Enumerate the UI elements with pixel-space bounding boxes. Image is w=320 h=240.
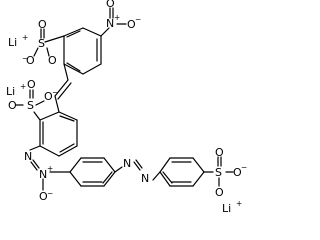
azoxy-oxygen-charge: −	[47, 189, 53, 198]
lithium-ion-3-charge: +	[236, 199, 242, 208]
azoxy-group: N N + O −	[24, 145, 71, 203]
chemical-structure-diagram: N + O O − S O O O −	[6, 0, 247, 215]
nitro-oxygen-charge: −	[135, 15, 141, 24]
azo-nitrogen-2: N	[141, 172, 149, 185]
lithium-ion-1-charge: +	[22, 33, 28, 42]
sulfonate-middle-oxygen-3: O	[44, 90, 53, 103]
sulfonate-upper-oxygen-2: O	[48, 54, 57, 67]
sulfonate-upper-charge: −	[22, 54, 28, 63]
lithium-ion-2: Li	[6, 85, 15, 98]
lithium-ion-2-charge: +	[20, 82, 26, 91]
vinylene-linker	[54, 63, 72, 113]
ring-d-bonds	[159, 157, 205, 187]
azo-group: N N	[114, 157, 161, 185]
sulfonate-right: S O O − O	[203, 146, 247, 199]
sulfonate-middle: S O O O −	[8, 78, 58, 121]
sulfonate-right-oxygen-3: O	[215, 186, 224, 199]
nitro-nitrogen: N	[106, 17, 114, 30]
azoxy-nitrogen-1: N	[24, 150, 32, 163]
azoxy-oxygen: O	[39, 190, 48, 203]
ring-a-bonds	[63, 27, 102, 75]
azoxy-nitrogen-charge: +	[47, 164, 53, 173]
nitro-oxygen-double: O	[106, 0, 115, 10]
sulfonate-upper-oxygen-1: O	[38, 18, 47, 31]
sulfonate-upper: S O O O −	[22, 18, 65, 67]
ring-b-bonds	[39, 111, 78, 157]
lithium-ion-1: Li	[8, 36, 17, 49]
nitro-group: N + O O −	[100, 0, 141, 37]
sulfonate-right-oxygen-2: O	[233, 166, 242, 179]
ring-c-bonds	[69, 157, 116, 187]
lithium-ion-3: Li	[222, 202, 231, 215]
azo-nitrogen-1: N	[123, 157, 131, 170]
sulfonate-middle-oxygen-1: O	[27, 78, 36, 91]
sulfonate-middle-sulfur: S	[27, 99, 34, 112]
sulfonate-right-oxygen-1: O	[215, 146, 224, 159]
sulfonate-middle-oxygen-2: O	[8, 99, 17, 112]
sulfonate-upper-sulfur: S	[38, 37, 45, 50]
sulfonate-right-sulfur: S	[215, 166, 222, 179]
azoxy-nitrogen-2: N	[39, 168, 47, 181]
lithium-counterions: Li + Li + Li +	[6, 33, 242, 215]
sulfonate-middle-charge: −	[52, 88, 58, 97]
sulfonate-right-charge: −	[241, 163, 247, 172]
nitro-nitrogen-charge: +	[114, 13, 120, 22]
sulfonate-upper-oxygen-3: O	[26, 54, 35, 67]
nitro-oxygen-single: O	[127, 18, 136, 31]
